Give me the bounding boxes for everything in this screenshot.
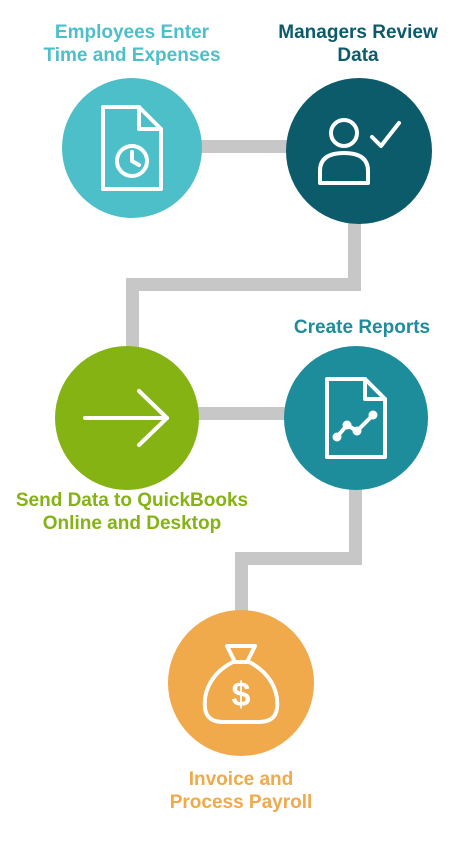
step-send-label-line-2: Online and Desktop	[42, 513, 222, 534]
step-payroll-circle: $	[168, 610, 314, 756]
step-time-label-line-1: Employees Enter	[54, 22, 210, 43]
connector-review-down	[348, 218, 361, 291]
step-review-label-line-2: Data	[337, 45, 379, 66]
connector-time-review	[195, 140, 295, 153]
report-chart-icon	[325, 377, 387, 459]
step-time-label-line-2: Time and Expenses	[43, 45, 221, 66]
connector-lower-horizontal	[235, 552, 362, 565]
step-reports-circle	[284, 346, 428, 490]
step-payroll-label-line-2: Process Payroll	[169, 792, 313, 813]
user-check-icon	[318, 118, 401, 185]
document-clock-icon	[101, 105, 163, 191]
step-payroll-label-line-1: Invoice and	[188, 769, 294, 790]
step-payroll-label: Invoice and Process Payroll	[121, 768, 361, 814]
step-send-label-line-1: Send Data to QuickBooks	[15, 490, 249, 511]
arrow-right-icon	[83, 389, 169, 447]
connector-send-reports	[198, 407, 293, 420]
connector-mid-horizontal	[126, 278, 361, 291]
step-reports-label-line-1: Create Reports	[293, 317, 431, 338]
step-review-label: Managers Review Data	[243, 21, 473, 67]
connector-reports-down	[349, 470, 362, 565]
step-send-label: Send Data to QuickBooks Online and Deskt…	[2, 489, 262, 535]
step-time-label: Employees Enter Time and Expenses	[12, 21, 252, 67]
step-review-label-line-1: Managers Review	[278, 22, 438, 43]
connector-to-payroll	[235, 552, 248, 612]
step-send-circle	[55, 346, 199, 490]
step-time-circle	[62, 78, 202, 218]
step-review-circle	[286, 78, 432, 224]
money-bag-icon: $	[202, 644, 280, 724]
connector-to-send	[126, 278, 139, 348]
step-reports-label: Create Reports	[262, 316, 462, 339]
svg-text:$: $	[232, 676, 251, 714]
